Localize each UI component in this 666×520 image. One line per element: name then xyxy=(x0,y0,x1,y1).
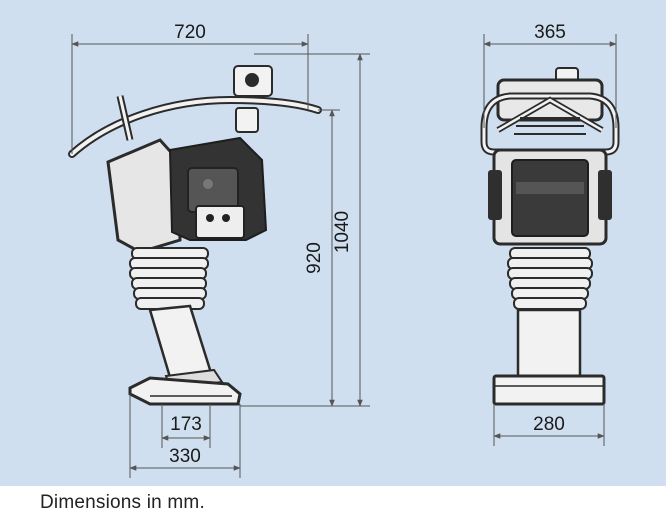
dim-label-173: 173 xyxy=(170,414,202,435)
dim-label-365: 365 xyxy=(534,22,566,43)
dimension-drawing: 720 920 1040 173 330 365 280 xyxy=(68,22,620,478)
front-view-machine xyxy=(480,67,620,406)
dim-label-920: 920 xyxy=(304,242,325,274)
dim-label-330: 330 xyxy=(169,446,201,467)
dim-label-1040: 1040 xyxy=(332,211,353,253)
dimension-lines xyxy=(71,34,617,478)
units-caption: Dimensions in mm. xyxy=(40,492,205,513)
side-view-machine xyxy=(68,65,322,406)
dim-label-280: 280 xyxy=(533,414,565,435)
dim-label-720: 720 xyxy=(174,22,206,43)
